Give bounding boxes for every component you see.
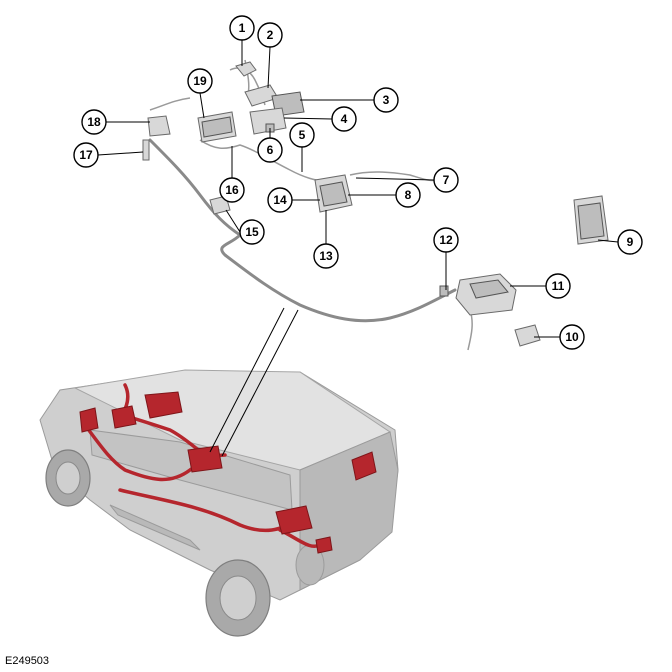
callout-12-label: 12 bbox=[439, 233, 453, 247]
callout-8-label: 8 bbox=[405, 188, 412, 202]
component-17-sensor bbox=[142, 139, 150, 161]
callout-18-label: 18 bbox=[87, 115, 101, 129]
callout-3-label: 3 bbox=[383, 93, 390, 107]
leader-7 bbox=[355, 177, 435, 181]
callout-16-label: 16 bbox=[225, 183, 239, 197]
red-module-centre bbox=[187, 445, 223, 473]
figure-reference-number: E249503 bbox=[5, 655, 50, 667]
callout-13-label: 13 bbox=[319, 249, 333, 263]
callout-4: 4 bbox=[331, 106, 357, 132]
callout-7-label: 7 bbox=[443, 173, 450, 187]
red-module-upper bbox=[144, 391, 183, 419]
callout-10-label: 10 bbox=[565, 330, 579, 344]
callout-15-label: 15 bbox=[245, 225, 259, 239]
callout-6: 6 bbox=[257, 137, 283, 163]
red-module-rear-low bbox=[315, 536, 333, 554]
exploded-components bbox=[142, 59, 609, 351]
component-18-module bbox=[147, 115, 171, 137]
callout-5-label: 5 bbox=[299, 128, 306, 142]
leader-15 bbox=[225, 209, 241, 233]
callout-18: 18 bbox=[81, 109, 107, 135]
callout-19-label: 19 bbox=[193, 74, 207, 88]
callout-19: 19 bbox=[187, 68, 213, 94]
callout-16: 16 bbox=[219, 177, 245, 203]
callout-2: 2 bbox=[257, 22, 283, 48]
leader-2 bbox=[267, 46, 271, 89]
callout-5: 5 bbox=[289, 122, 315, 148]
callout-14: 14 bbox=[267, 187, 293, 213]
component-1-bracket bbox=[235, 61, 257, 77]
callout-9-label: 9 bbox=[627, 235, 634, 249]
component-12-connector bbox=[439, 285, 449, 297]
leader-17 bbox=[97, 151, 144, 156]
zoom-line-left bbox=[209, 307, 285, 453]
callout-14-label: 14 bbox=[273, 193, 287, 207]
zoom-line-right bbox=[221, 309, 299, 457]
vehicle-side-step bbox=[109, 504, 201, 551]
highlighted-harness-on-vehicle bbox=[79, 383, 377, 554]
main-wiring-harness bbox=[148, 138, 457, 323]
callout-9: 9 bbox=[617, 229, 643, 255]
red-module-dash bbox=[111, 405, 137, 429]
red-module-front bbox=[79, 407, 99, 433]
component-8-face bbox=[319, 181, 348, 207]
callout-17: 17 bbox=[73, 142, 99, 168]
red-module-roof bbox=[351, 451, 377, 481]
callout-15: 15 bbox=[239, 219, 265, 245]
rear-wheel-rim bbox=[219, 575, 257, 621]
callout-12: 12 bbox=[433, 227, 459, 253]
leader-19 bbox=[199, 92, 205, 119]
callout-1: 1 bbox=[229, 15, 255, 41]
callout-4-label: 4 bbox=[341, 112, 348, 126]
leader-4 bbox=[283, 117, 333, 120]
component-19-face bbox=[201, 116, 233, 138]
component-10-sensor bbox=[514, 324, 541, 347]
callout-1-label: 1 bbox=[239, 21, 246, 35]
callout-13: 13 bbox=[313, 243, 339, 269]
leader-lines bbox=[97, 40, 619, 338]
component-11-face bbox=[469, 279, 509, 299]
callout-3: 3 bbox=[373, 87, 399, 113]
leader-9 bbox=[597, 239, 619, 243]
red-harness-upper bbox=[120, 383, 207, 457]
zoom-pointer bbox=[209, 307, 299, 457]
callout-11-label: 11 bbox=[552, 279, 565, 293]
callout-7: 7 bbox=[433, 167, 459, 193]
callout-6-label: 6 bbox=[267, 143, 274, 157]
callout-2-label: 2 bbox=[267, 28, 274, 42]
component-4-module bbox=[249, 107, 287, 135]
front-wheel-rim bbox=[55, 461, 81, 495]
callout-8: 8 bbox=[395, 182, 421, 208]
callout-10: 10 bbox=[559, 324, 585, 350]
callout-11: 11 bbox=[545, 273, 571, 299]
component-9-face bbox=[577, 202, 605, 240]
red-module-rear bbox=[275, 505, 313, 535]
callout-17-label: 17 bbox=[79, 148, 93, 162]
